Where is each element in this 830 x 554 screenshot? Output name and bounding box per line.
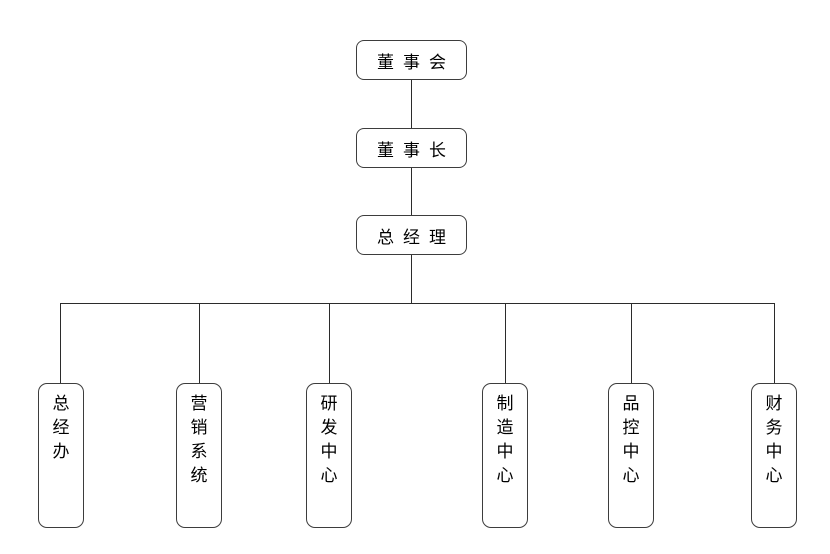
node-gm-office: 总经办	[38, 383, 84, 528]
node-finance-center-label: 财务中心	[765, 394, 783, 485]
connector-chairman-gm	[411, 168, 412, 215]
connector-drop-finance-center	[774, 303, 775, 383]
node-board-of-directors: 董事会	[356, 40, 467, 80]
connector-gm-trunk	[411, 255, 412, 303]
node-manufacturing-center: 制造中心	[482, 383, 528, 528]
connector-drop-quality-control-center	[631, 303, 632, 383]
node-marketing-system-label: 营销系统	[190, 394, 208, 485]
connector-distribution-bar	[60, 303, 775, 304]
connector-drop-rd-center	[329, 303, 330, 383]
node-manufacturing-center-label: 制造中心	[496, 394, 514, 485]
node-finance-center: 财务中心	[751, 383, 797, 528]
node-gm-office-label: 总经办	[52, 394, 70, 461]
node-chairman: 董事长	[356, 128, 467, 168]
connector-board-chairman	[411, 80, 412, 128]
connector-drop-manufacturing-center	[505, 303, 506, 383]
node-quality-control-center-label: 品控中心	[622, 394, 640, 485]
connector-drop-gm-office	[60, 303, 61, 383]
node-marketing-system: 营销系统	[176, 383, 222, 528]
node-rd-center-label: 研发中心	[320, 394, 338, 485]
node-quality-control-center: 品控中心	[608, 383, 654, 528]
node-rd-center: 研发中心	[306, 383, 352, 528]
node-general-manager: 总经理	[356, 215, 467, 255]
connector-drop-marketing-system	[199, 303, 200, 383]
